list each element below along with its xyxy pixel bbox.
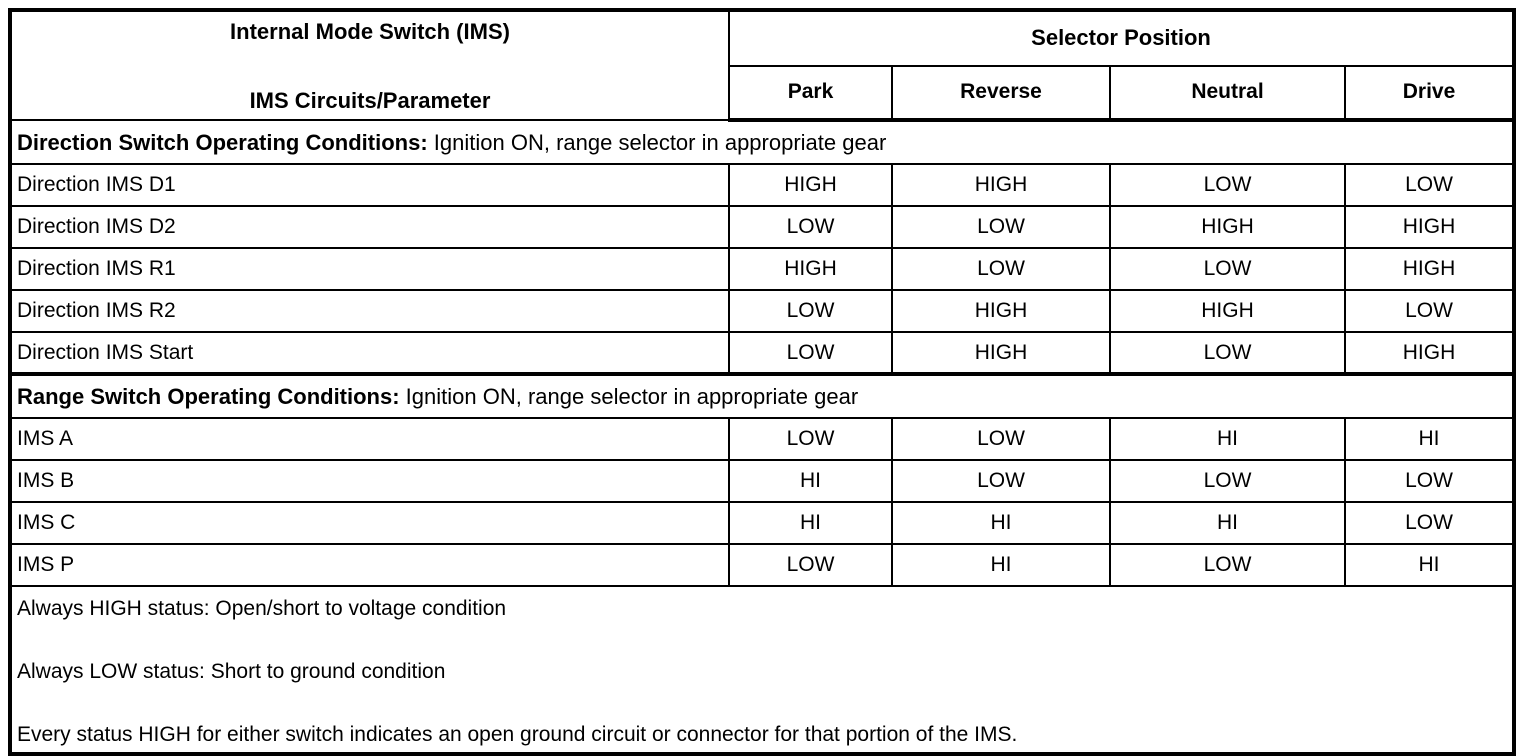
- row-label: IMS B: [9, 459, 730, 503]
- table-row: IMS P LOW HI LOW HI: [9, 543, 1516, 587]
- cell-value: HIGH: [891, 331, 1111, 375]
- cell-value: HI: [728, 501, 893, 545]
- parameter-column-header: IMS Circuits/Parameter: [249, 88, 491, 113]
- col-header-park: Park: [728, 64, 893, 123]
- cell-value: HI: [891, 543, 1111, 587]
- table-row: IMS C HI HI HI LOW: [9, 501, 1516, 545]
- cell-value: HI: [1343, 417, 1516, 461]
- cell-value: HIGH: [1109, 205, 1346, 249]
- row-label: Direction IMS R1: [9, 247, 730, 291]
- cell-value: LOW: [728, 417, 893, 461]
- cell-value: HI: [728, 459, 893, 503]
- section-title-rest: Ignition ON, range selector in appropria…: [399, 383, 859, 409]
- col-header-neutral: Neutral: [1109, 64, 1346, 123]
- header-row-1: Internal Mode Switch (IMS) IMS Circuits/…: [9, 9, 1516, 121]
- col-header-reverse: Reverse: [891, 64, 1111, 123]
- cell-value: HI: [891, 501, 1111, 545]
- table-title: Internal Mode Switch (IMS): [230, 19, 510, 44]
- table-row: Direction IMS R1 HIGH LOW LOW HIGH: [9, 247, 1516, 291]
- row-label: IMS P: [9, 543, 730, 587]
- cell-value: HI: [1109, 417, 1346, 461]
- section-title-bold: Range Switch Operating Conditions:: [17, 383, 400, 409]
- cell-value: LOW: [728, 543, 893, 587]
- ims-table: Internal Mode Switch (IMS) IMS Circuits/…: [8, 8, 1517, 756]
- table-row: Direction IMS Start LOW HIGH LOW HIGH: [9, 331, 1516, 375]
- cell-value: HIGH: [1343, 205, 1516, 249]
- row-label: Direction IMS Start: [9, 331, 730, 375]
- header-row-2: Park Reverse Neutral Drive: [10, 64, 1516, 123]
- left-header-cell: Internal Mode Switch (IMS) IMS Circuits/…: [9, 9, 730, 121]
- section-header-range: Range Switch Operating Conditions: Ignit…: [8, 372, 1516, 419]
- cell-value: HIGH: [728, 163, 893, 207]
- section-title-bold: Direction Switch Operating Conditions:: [17, 129, 428, 155]
- row-label: Direction IMS D2: [9, 205, 730, 249]
- note-always-high: Always HIGH status: Open/short to voltag…: [17, 597, 507, 620]
- section-title-cell: Range Switch Operating Conditions: Ignit…: [8, 372, 1516, 419]
- cell-value: HIGH: [1343, 331, 1516, 375]
- table-row: Direction IMS D1 HIGH HIGH LOW LOW: [9, 163, 1516, 207]
- cell-value: HIGH: [1343, 247, 1516, 291]
- row-label: Direction IMS R2: [9, 289, 730, 333]
- cell-value: LOW: [728, 331, 893, 375]
- cell-value: HIGH: [891, 289, 1111, 333]
- cell-value: HIGH: [891, 163, 1111, 207]
- cell-value: LOW: [1343, 289, 1516, 333]
- cell-value: LOW: [1343, 459, 1516, 503]
- cell-value: HI: [1109, 501, 1346, 545]
- cell-value: LOW: [891, 247, 1111, 291]
- footnotes-cell: Always HIGH status: Open/short to voltag…: [8, 585, 1516, 755]
- cell-value: LOW: [1109, 331, 1346, 375]
- cell-value: LOW: [1109, 247, 1346, 291]
- cell-value: LOW: [891, 459, 1111, 503]
- row-label: IMS C: [9, 501, 730, 545]
- footnotes-row: Always HIGH status: Open/short to voltag…: [8, 585, 1516, 755]
- table-row: Direction IMS D2 LOW LOW HIGH HIGH: [9, 205, 1516, 249]
- cell-value: LOW: [728, 205, 893, 249]
- table-row: IMS B HI LOW LOW LOW: [9, 459, 1516, 503]
- cell-value: LOW: [891, 417, 1111, 461]
- cell-value: LOW: [1343, 501, 1516, 545]
- cell-value: LOW: [1109, 163, 1346, 207]
- row-label: IMS A: [9, 417, 730, 461]
- selector-position-header: Selector Position: [727, 9, 1516, 67]
- section-header-direction: Direction Switch Operating Conditions: I…: [8, 119, 1516, 165]
- section-title-cell: Direction Switch Operating Conditions: I…: [8, 119, 1516, 165]
- cell-value: LOW: [728, 289, 893, 333]
- table-row: IMS A LOW LOW HI HI: [9, 417, 1516, 461]
- table-row: Direction IMS R2 LOW HIGH HIGH LOW: [9, 289, 1516, 333]
- cell-value: LOW: [1109, 543, 1346, 587]
- note-every-high: Every status HIGH for either switch indi…: [17, 723, 1018, 746]
- cell-value: HI: [1343, 543, 1516, 587]
- section-title-rest: Ignition ON, range selector in appropria…: [427, 129, 887, 155]
- col-header-drive: Drive: [1343, 64, 1516, 123]
- cell-value: HIGH: [728, 247, 893, 291]
- cell-value: HIGH: [1109, 289, 1346, 333]
- row-label: Direction IMS D1: [9, 163, 730, 207]
- cell-value: LOW: [1109, 459, 1346, 503]
- note-always-low: Always LOW status: Short to ground condi…: [17, 660, 446, 683]
- cell-value: LOW: [891, 205, 1111, 249]
- cell-value: LOW: [1343, 163, 1516, 207]
